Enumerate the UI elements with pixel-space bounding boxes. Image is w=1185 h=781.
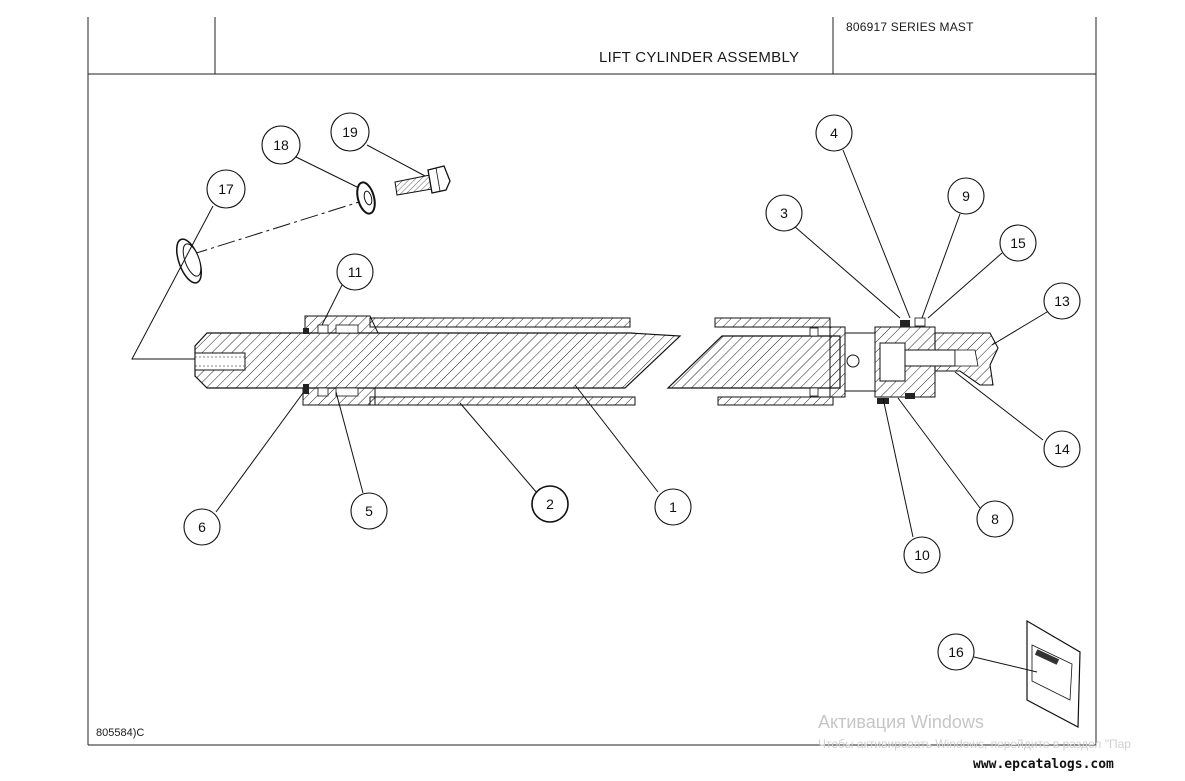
callout-6: 6 (183, 508, 221, 546)
svg-text:11: 11 (348, 264, 363, 280)
svg-text:17: 17 (218, 181, 234, 197)
activation-watermark-title: Активация Windows (818, 712, 984, 732)
activation-watermark-subtitle: Чтобы активировать Windows, перейдите в … (818, 737, 1131, 751)
seal-kit-16 (1026, 619, 1081, 728)
callout-16: 16 (937, 633, 975, 671)
svg-text:19: 19 (342, 124, 358, 140)
callout-10: 10 (903, 536, 941, 574)
washer-18 (356, 181, 376, 215)
svg-text:8: 8 (991, 511, 999, 527)
svg-text:18: 18 (273, 137, 289, 153)
centerline (189, 197, 373, 256)
callout-15: 15 (999, 224, 1037, 262)
svg-text:6: 6 (198, 519, 206, 535)
callout-9: 9 (947, 177, 985, 215)
bolt-19 (394, 165, 451, 196)
callout-18: 18 (261, 125, 301, 165)
washer-17 (175, 238, 203, 284)
leader-lines (131, 144, 1048, 673)
series-title: 806917 SERIES MAST (846, 20, 974, 34)
piston-head (829, 317, 936, 404)
svg-text:9: 9 (962, 188, 970, 204)
callout-2: 2 (531, 485, 569, 523)
callout-14: 14 (1043, 430, 1081, 468)
callout-8: 8 (976, 500, 1014, 538)
callout-1: 1 (654, 488, 692, 526)
site-url[interactable]: www.epcatalogs.com (973, 757, 1114, 772)
svg-text:13: 13 (1054, 293, 1070, 309)
piston-rod-right (666, 335, 841, 389)
svg-text:16: 16 (948, 644, 964, 660)
drawing-number: 805584)C (96, 727, 145, 739)
callout-4: 4 (815, 114, 853, 152)
callout-19: 19 (330, 112, 370, 152)
svg-text:1: 1 (669, 499, 677, 515)
svg-text:2: 2 (546, 496, 554, 512)
svg-text:5: 5 (365, 503, 373, 519)
svg-text:14: 14 (1054, 441, 1070, 457)
rod-end-bolt (904, 332, 999, 386)
title-block-frame (87, 17, 1097, 746)
cylinder-tube-right (714, 317, 834, 406)
callout-11: 11 (336, 253, 374, 291)
callout-5: 5 (350, 492, 388, 530)
assembly-title: LIFT CYLINDER ASSEMBLY (599, 49, 800, 66)
callout-13: 13 (1043, 282, 1081, 320)
svg-text:15: 15 (1010, 235, 1026, 251)
svg-text:4: 4 (830, 125, 838, 141)
callout-17: 17 (206, 169, 246, 209)
piston-rod-left (194, 332, 682, 389)
gland-left (302, 315, 379, 406)
callout-3: 3 (765, 194, 803, 232)
svg-text:10: 10 (914, 547, 930, 563)
svg-text:3: 3 (780, 205, 788, 221)
